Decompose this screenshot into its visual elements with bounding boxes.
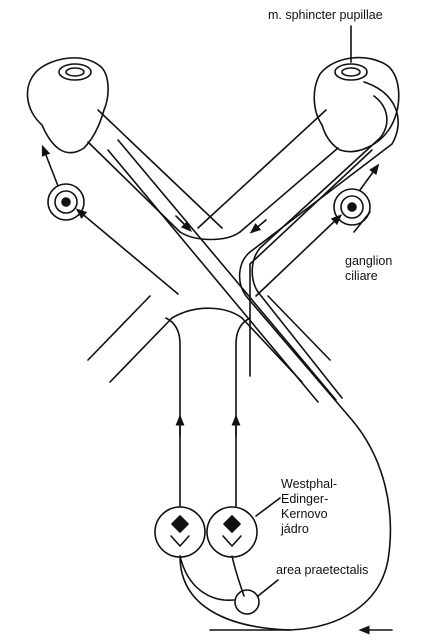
label-area-praetectalis: area praetectalis (276, 563, 368, 578)
left-optic-nerve-lower (88, 142, 180, 232)
label-westphal-line-1: Westphal- (281, 477, 337, 492)
area-label-leader (258, 580, 278, 596)
right-afferent-outer (210, 82, 398, 630)
left-preganglionic-fiber (80, 212, 178, 294)
left-postganglionic-fiber (44, 150, 58, 186)
right-optic-tract-outer (268, 296, 330, 360)
chiasm-top (180, 232, 240, 240)
right-eyeball (314, 58, 399, 152)
left-nucleus-chevron (171, 536, 189, 546)
right-pupil (342, 68, 360, 76)
pretectal-to-right-nucleus (232, 556, 244, 596)
left-we-efferent (166, 318, 180, 506)
crossed-afferent-fiber-2 (118, 140, 336, 400)
left-pupil (66, 68, 84, 76)
right-tract-arrow (254, 220, 266, 230)
label-westphal-edinger-nucleus: Westphal- Edinger- Kernovo jádro (281, 477, 337, 537)
ganglion-label-leader (354, 212, 370, 232)
right-postganglionic-fiber (360, 168, 376, 190)
left-nucleus-diamond (172, 516, 188, 532)
left-sphincter-pupillae (59, 64, 91, 80)
pretectal-to-left-nucleus (180, 556, 234, 600)
right-ganglion-core (348, 203, 356, 211)
right-sphincter-pupillae (335, 64, 367, 80)
area-praetectalis (235, 590, 259, 614)
crossed-afferent-fiber-1 (108, 150, 318, 402)
label-ganglion-line-2: ciliare (345, 269, 392, 284)
label-westphal-line-3: Kernovo (281, 507, 337, 522)
right-nucleus-diamond (224, 516, 240, 532)
right-we-efferent (236, 318, 250, 506)
label-sphincter-pupillae: m. sphincter pupillae (268, 8, 383, 23)
left-ganglion-core (62, 198, 70, 206)
label-ganglion-line-1: ganglion (345, 254, 392, 269)
westphal-label-leader (256, 498, 280, 516)
right-nucleus-chevron (223, 536, 241, 546)
chiasm-bottom (172, 308, 242, 318)
right-afferent-inner (252, 96, 387, 398)
right-preganglionic-fiber (256, 218, 338, 296)
label-ganglion-ciliare: ganglion ciliare (345, 254, 392, 284)
label-westphal-line-2: Edinger- (281, 492, 337, 507)
left-eyeball (27, 58, 108, 153)
label-westphal-line-4: jádro (281, 522, 337, 537)
